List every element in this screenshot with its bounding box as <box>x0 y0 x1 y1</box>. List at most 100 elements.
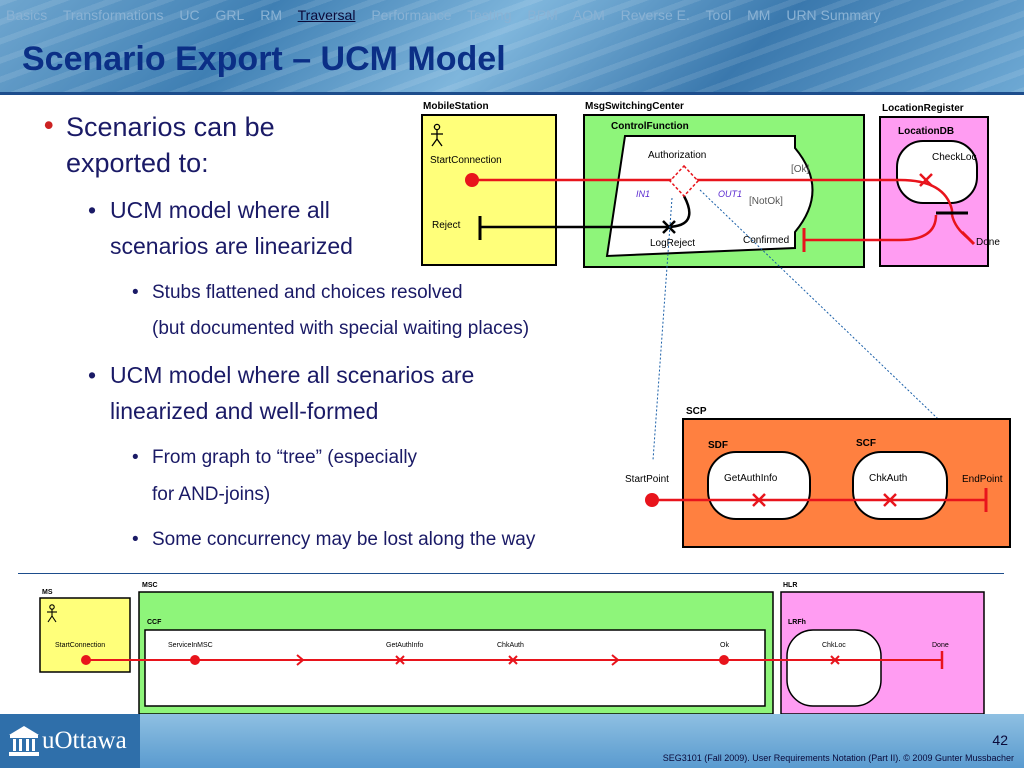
nav-item-uc[interactable]: UC <box>179 7 200 23</box>
direction-arrows <box>296 654 620 666</box>
location-register-label: LocationRegister <box>882 103 964 114</box>
top-navigation: Basics Transformations UC GRL RM Travers… <box>6 7 892 23</box>
check-loc-label: CheckLoc <box>932 152 976 163</box>
bottom-chk-loc-responsibility <box>830 655 840 665</box>
bullet-2-line-1: UCM model where all <box>110 197 330 223</box>
nav-item-performance[interactable]: Performance <box>371 7 452 23</box>
sdf-label: SDF <box>708 440 728 451</box>
nav-item-transformations[interactable]: Transformations <box>62 7 164 23</box>
notok-branch-label: [NotOk] <box>749 196 783 207</box>
nav-item-testing[interactable]: Testing <box>467 7 512 23</box>
bottom-msc-label: MSC <box>142 582 158 589</box>
section-divider <box>18 573 1004 574</box>
reject-label: Reject <box>432 220 461 231</box>
actor-icon <box>47 604 57 623</box>
bullet-1-line-1: Scenarios can be <box>66 112 275 142</box>
sdf-component[interactable] <box>707 451 811 520</box>
control-function-label: ControlFunction <box>611 121 689 132</box>
bullet-2-line-2: scenarios are linearized <box>110 233 353 259</box>
bottom-start-connection-label: StartConnection <box>55 642 105 649</box>
scp-end-point-label: EndPoint <box>962 474 1003 485</box>
lrfh-component[interactable] <box>786 629 882 707</box>
nav-item-aom[interactable]: AOM <box>572 7 605 23</box>
bottom-get-auth-info-label: GetAuthInfo <box>386 642 423 649</box>
nav-item-traversal[interactable]: Traversal <box>297 7 356 23</box>
bottom-done-label: Done <box>932 642 949 649</box>
building-icon <box>9 726 39 756</box>
bottom-ok-label: Ok <box>720 642 729 649</box>
log-reject-responsibility <box>662 220 676 234</box>
page-number: 42 <box>992 732 1008 748</box>
ccf-label: CCF <box>147 619 162 626</box>
uottawa-logo: uOttawa <box>0 714 140 768</box>
actor-icon <box>431 123 443 147</box>
bottom-get-auth-info-responsibility <box>395 655 405 665</box>
get-auth-info-label: GetAuthInfo <box>724 473 778 484</box>
nav-item-basics[interactable]: Basics <box>6 7 48 23</box>
chk-auth-label: ChkAuth <box>869 473 907 484</box>
nav-item-urn-summary[interactable]: URN Summary <box>786 7 881 23</box>
bottom-start-marker[interactable] <box>81 655 91 665</box>
get-auth-info-responsibility <box>752 493 766 507</box>
scp-start-marker[interactable] <box>645 493 659 507</box>
bullet-6: Some concurrency may be lost along the w… <box>152 529 536 550</box>
bullet-marker: • <box>132 529 139 550</box>
slide-footer: uOttawa 42 SEG3101 (Fall 2009). User Req… <box>0 714 1024 768</box>
scp-start-point-label: StartPoint <box>625 474 669 485</box>
bullet-5-line-1: From graph to “tree” (especially <box>152 447 418 468</box>
ok-branch-label: [Ok] <box>791 164 810 175</box>
location-db-component[interactable] <box>896 140 978 204</box>
done-end-bar <box>960 230 976 246</box>
hlr-label: HLR <box>783 582 797 589</box>
in1-label: IN1 <box>636 189 650 199</box>
msc-label: MsgSwitchingCenter <box>585 101 684 112</box>
bottom-chk-auth-responsibility <box>508 655 518 665</box>
bullet-marker: • <box>132 447 139 468</box>
scp-label: SCP <box>686 406 707 417</box>
bullet-4-line-2: linearized and well-formed <box>110 398 379 424</box>
bottom-chk-loc-label: ChkLoc <box>822 642 846 649</box>
bullet-marker: • <box>132 282 139 303</box>
authorization-stub[interactable] <box>668 164 700 198</box>
start-point-marker[interactable] <box>465 173 479 187</box>
service-in-msc-waiting-place[interactable] <box>190 655 200 665</box>
header-divider <box>0 92 1024 95</box>
mobile-station-label: MobileStation <box>423 101 489 112</box>
nav-item-mm[interactable]: MM <box>747 7 771 23</box>
start-connection-label: StartConnection <box>430 155 502 166</box>
done-label: Done <box>976 237 1000 248</box>
lrfh-label: LRFh <box>788 619 806 626</box>
scp-plugin-diagram: SCP SDF SCF GetAuthInfo ChkAuth StartPoi… <box>625 406 1011 548</box>
ccf-component[interactable] <box>144 629 766 707</box>
nav-item-rm[interactable]: RM <box>260 7 282 23</box>
course-info: SEG3101 (Fall 2009). User Requirements N… <box>662 753 1014 763</box>
nav-item-bpm[interactable]: BPM <box>527 7 558 23</box>
ok-waiting-place[interactable] <box>719 655 729 665</box>
header-texture <box>0 0 1024 92</box>
authorization-label: Authorization <box>648 150 706 161</box>
chk-auth-responsibility <box>883 493 897 507</box>
out1-label: OUT1 <box>718 189 742 199</box>
bullet-marker: • <box>88 197 97 223</box>
bullet-4-line-1: UCM model where all scenarios are <box>110 362 475 388</box>
ms-label: MS <box>42 589 53 596</box>
confirmed-label: Confirmed <box>743 235 789 246</box>
location-db-label: LocationDB <box>898 126 954 137</box>
scf-component[interactable] <box>852 451 948 520</box>
bottom-chk-auth-label: ChkAuth <box>497 642 524 649</box>
log-reject-label: LogReject <box>650 238 695 249</box>
scf-label: SCF <box>856 438 876 449</box>
bullet-marker: • <box>88 362 97 388</box>
top-ucm-diagram: MobileStation StartConnection Reject Msg… <box>421 101 1000 467</box>
slide-title: Scenario Export – UCM Model <box>22 40 506 78</box>
uottawa-logo-text: uOttawa <box>42 727 127 754</box>
slide-header: Basics Transformations UC GRL RM Travers… <box>0 0 1024 92</box>
bullet-3-line-1: Stubs flattened and choices resolved <box>152 282 463 303</box>
bullet-3-line-2: (but documented with special waiting pla… <box>152 318 530 339</box>
nav-item-grl[interactable]: GRL <box>215 7 245 23</box>
mobile-station-component[interactable] <box>421 114 557 266</box>
nav-item-tool[interactable]: Tool <box>705 7 732 23</box>
nav-item-reverse-e[interactable]: Reverse E. <box>620 7 690 23</box>
service-in-msc-label: ServiceInMSC <box>168 642 213 649</box>
